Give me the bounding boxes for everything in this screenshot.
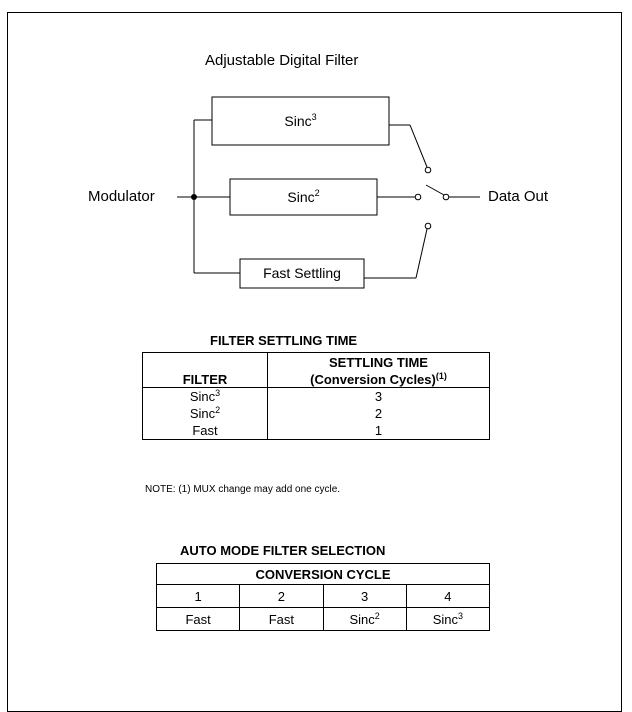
- auto-mode-table: CONVERSION CYCLE 1 2 3 4 Fast Fast Sinc2…: [155, 563, 491, 631]
- filter-cell: Fast: [142, 422, 268, 440]
- filter-cell: Sinc2: [322, 607, 407, 631]
- cycle-cell: 3: [322, 584, 407, 608]
- filter-cell: Sinc2: [142, 405, 268, 422]
- table-row: Fast Fast Sinc2 Sinc3: [155, 607, 491, 631]
- switch-contact-middle: [414, 193, 422, 201]
- switch-contact-top: [424, 166, 432, 174]
- conversion-cycle-header: CONVERSION CYCLE: [156, 563, 490, 585]
- table-row: Sinc2 2: [142, 405, 490, 422]
- diagram-title: Adjustable Digital Filter: [205, 52, 359, 69]
- cycle-cell: 4: [405, 584, 491, 608]
- settling-col-filter-top: [142, 352, 268, 370]
- switch-contact-bottom: [424, 222, 432, 230]
- fast-settling-label: Fast Settling: [263, 265, 341, 281]
- settling-col-filter: FILTER: [142, 370, 268, 388]
- cycle-cell: 1: [155, 584, 241, 608]
- sinc3-label: Sinc3: [284, 112, 317, 129]
- cycle-cell: 2: [239, 584, 324, 608]
- auto-table-title: AUTO MODE FILTER SELECTION: [180, 543, 386, 558]
- table-row: Sinc3 3: [142, 387, 490, 405]
- modulator-label: Modulator: [88, 188, 155, 205]
- filter-cell: Sinc3: [405, 607, 491, 631]
- settling-table-note: NOTE: (1) MUX change may add one cycle.: [145, 484, 341, 495]
- filter-cell: Sinc3: [142, 387, 268, 405]
- settling-col-time-line2: (Conversion Cycles)(1): [267, 370, 490, 388]
- switch-arm: [425, 184, 445, 196]
- sinc2-label: Sinc2: [287, 188, 320, 205]
- settling-time-table: SETTLING TIME FILTER (Conversion Cycles)…: [142, 352, 490, 440]
- filter-cell: Fast: [239, 607, 324, 631]
- data-out-label: Data Out: [488, 188, 549, 205]
- fast-settling-box: [239, 258, 365, 289]
- cycles-cell: 2: [267, 405, 490, 422]
- settling-col-time-line1: SETTLING TIME: [267, 352, 490, 370]
- switch-pole: [442, 193, 450, 201]
- cycles-cell: 1: [267, 422, 490, 440]
- cycles-cell: 3: [267, 387, 490, 405]
- filter-cell: Fast: [155, 607, 241, 631]
- table-row: 1 2 3 4: [155, 584, 491, 608]
- settling-table-title: FILTER SETTLING TIME: [210, 333, 358, 348]
- table-row: Fast 1: [142, 422, 490, 440]
- sinc3-box: [211, 96, 390, 146]
